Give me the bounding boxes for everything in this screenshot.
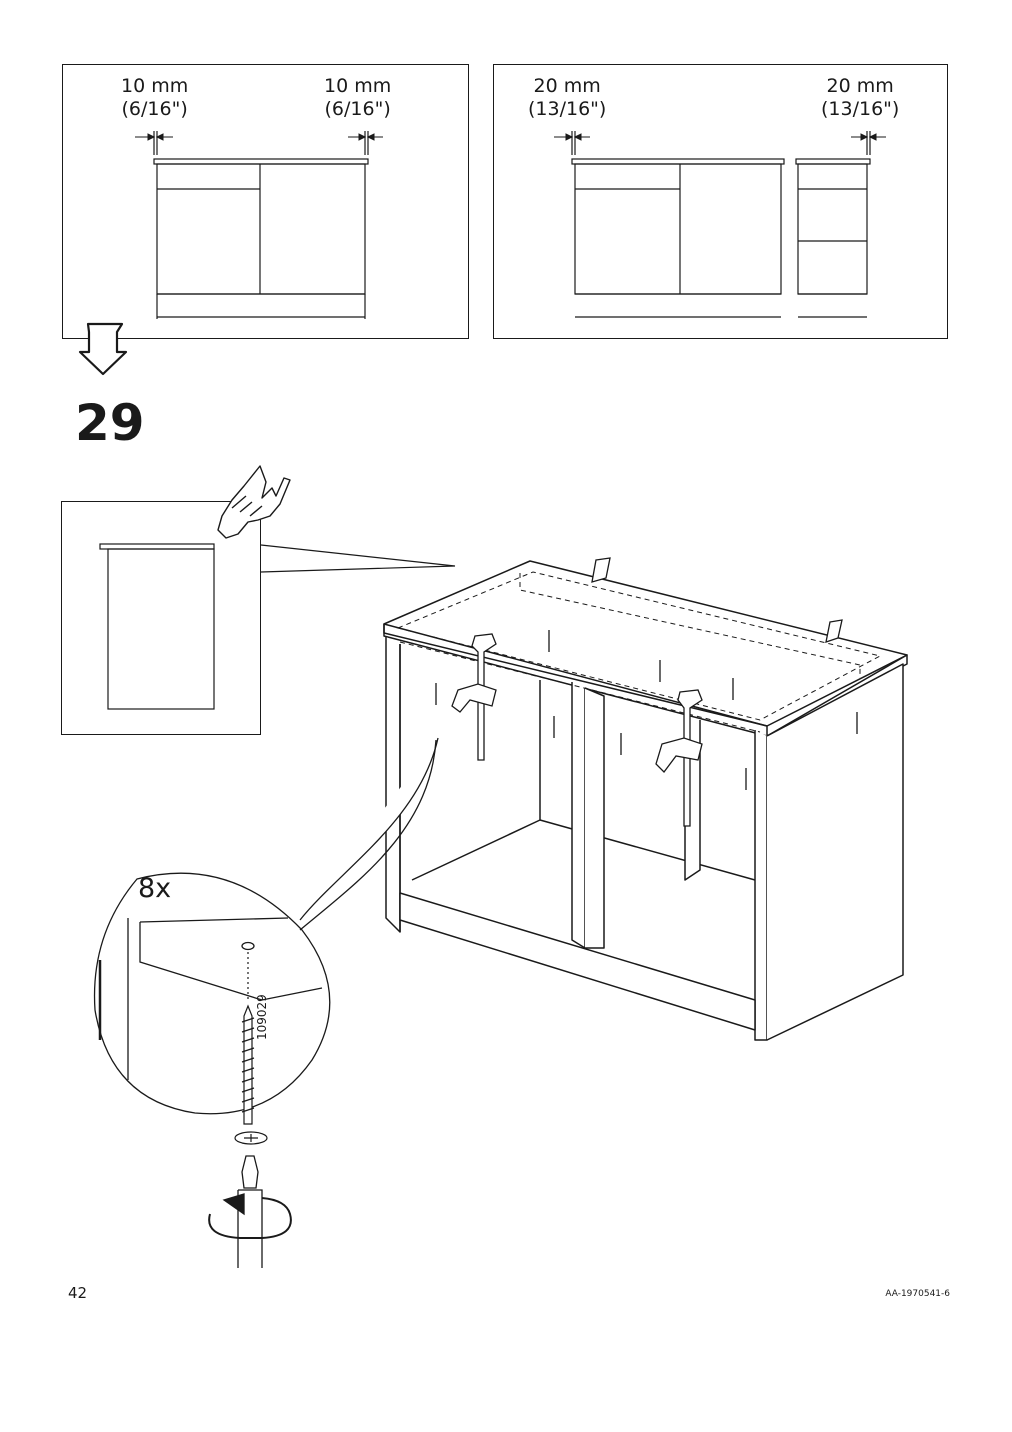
clamp-icon [451,557,843,827]
cabinet-body [383,560,908,1041]
right-dimension-inch: (13/16") [821,98,900,120]
left-dimension-inch: (6/16") [121,98,188,120]
part-number-label: 109029 [255,994,269,1040]
zoom-detail-circle [93,737,439,1115]
callout-connector [260,544,456,573]
document-id: AA-1970541-6 [885,1289,950,1299]
left-dimension-mm: 20 mm [533,75,601,97]
overhang-panel-10mm: 10 mm (6/16") 10 mm (6/16") [62,64,469,339]
side-panel-detail-drawing [99,543,215,710]
hand-press-icon [217,465,291,539]
screw-positions [435,630,858,790]
step-number: 29 [75,394,145,452]
right-dimension-inch: (6/16") [324,98,391,120]
screw-icon [234,952,268,1145]
left-dimension-mm: 10 mm [121,75,189,97]
cabinet-front-drawing [135,131,383,319]
left-dimension-inch: (13/16") [528,98,607,120]
screwdriver-icon [208,1155,292,1268]
overhang-panel-20mm: 20 mm (13/16") 20 mm (13/16") [493,64,948,339]
detail-inset-panel [61,501,261,735]
page-number: 42 [68,1284,88,1302]
right-dimension-mm: 20 mm [826,75,894,97]
right-dimension-mm: 10 mm [324,75,392,97]
cabinet-pair-front-drawing [554,131,886,318]
screw-quantity: 8x [138,873,172,904]
worktop-hidden-lines [396,571,882,733]
